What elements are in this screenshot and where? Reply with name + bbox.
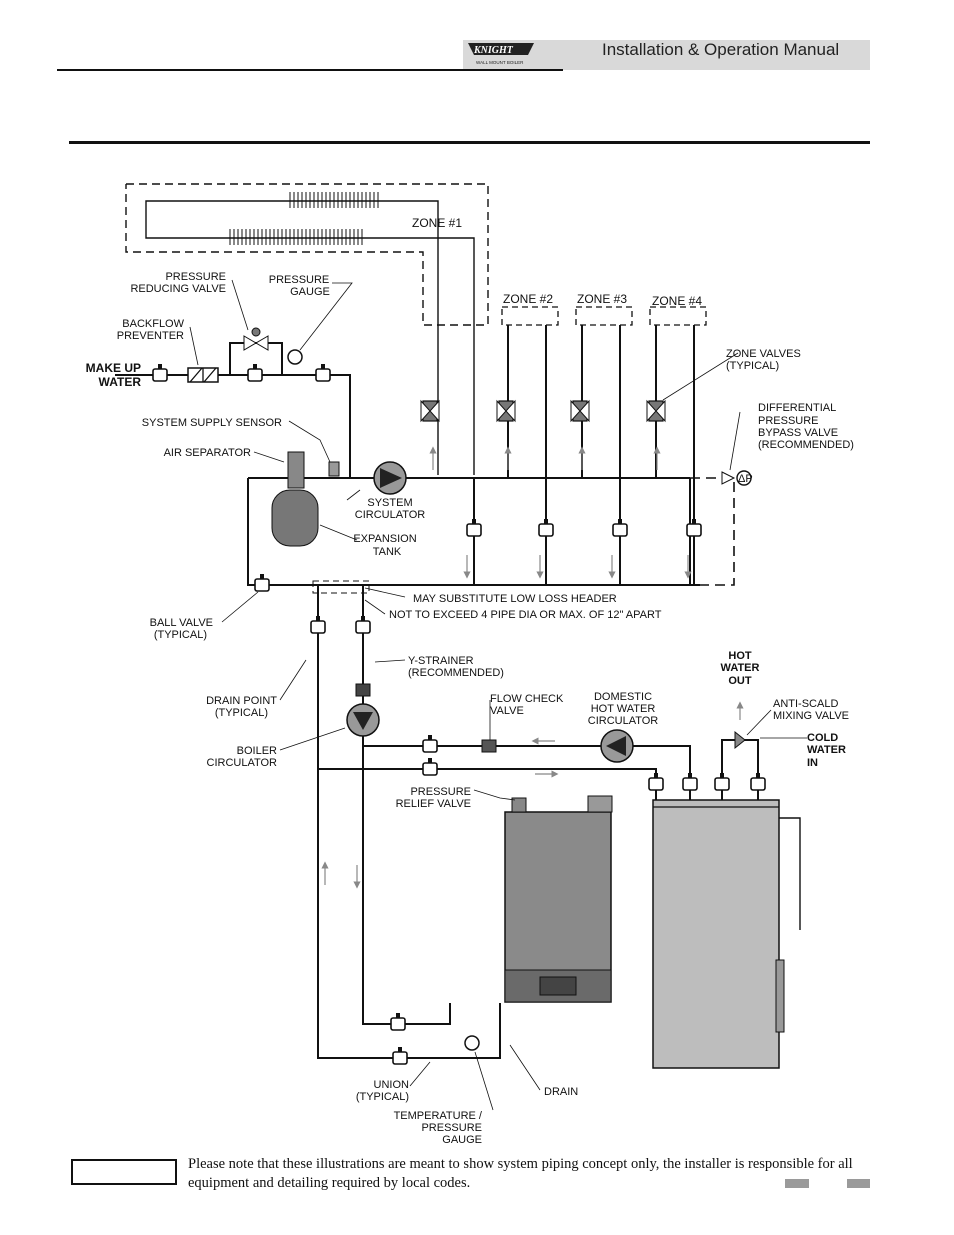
zone-3-label: ZONE #3 bbox=[577, 292, 627, 306]
header-rule bbox=[57, 69, 563, 71]
flow-arrows bbox=[321, 446, 744, 889]
zone-valves-label-1: ZONE VALVES bbox=[726, 348, 801, 360]
zone-boxes bbox=[501, 306, 707, 326]
air-separator-label: AIR SEPARATOR bbox=[164, 447, 251, 459]
backflow-label-2: PREVENTER bbox=[117, 330, 184, 342]
system-circ-label-1: SYSTEM bbox=[367, 497, 412, 509]
dhw-circ-label-2: HOT WATER bbox=[591, 703, 656, 715]
y-strainer-label-2: (RECOMMENDED) bbox=[408, 667, 504, 679]
diff-bypass-label-1: DIFFERENTIAL bbox=[758, 402, 836, 414]
drain-point-label-1: DRAIN POINT bbox=[206, 695, 277, 707]
hot-water-label-2: WATER bbox=[721, 662, 760, 674]
fin-tubes bbox=[229, 192, 379, 245]
pressure-reducing-label-1: PRESSURE bbox=[165, 271, 226, 283]
note-text: Please note that these illustrations are… bbox=[188, 1156, 853, 1191]
supply-sensor-label: SYSTEM SUPPLY SENSOR bbox=[142, 417, 282, 429]
system-circ-label-2: CIRCULATOR bbox=[355, 509, 426, 521]
tp-gauge-label-1: TEMPERATURE / bbox=[394, 1110, 483, 1122]
cold-water-label-3: IN bbox=[807, 757, 818, 769]
section-rule bbox=[69, 141, 870, 144]
pressure-gauge-label-1: PRESSURE bbox=[269, 274, 330, 286]
pipe-spacing-label: NOT TO EXCEED 4 PIPE DIA OR MAX. OF 12" … bbox=[389, 609, 662, 621]
logo-brand: KNIGHT bbox=[473, 45, 514, 56]
anti-scald-label-1: ANTI-SCALD bbox=[773, 698, 838, 710]
pressure-reducing-label-2: REDUCING VALVE bbox=[130, 283, 226, 295]
bypass-valve: ΔP bbox=[721, 470, 753, 486]
zone-2-label: ZONE #2 bbox=[503, 292, 553, 306]
make-up-label-1: MAKE UP bbox=[86, 361, 141, 375]
dhw-circ-label-3: CIRCULATOR bbox=[588, 715, 659, 727]
zone-1-label: ZONE #1 bbox=[412, 216, 462, 230]
hot-water-label-1: HOT bbox=[728, 650, 752, 662]
pressure-gauge-label-2: GAUGE bbox=[290, 286, 330, 298]
note-label-box bbox=[71, 1159, 177, 1185]
diff-bypass-label-3: BYPASS VALVE bbox=[758, 427, 838, 439]
bypass-symbol: ΔP bbox=[738, 473, 753, 485]
zone-valves-label-2: (TYPICAL) bbox=[726, 360, 779, 372]
ball-valve-label-1: BALL VALVE bbox=[150, 617, 213, 629]
page-tab-right bbox=[847, 1179, 870, 1188]
logo-sub: WALL MOUNT BOILER bbox=[476, 60, 524, 65]
hot-water-label-3: OUT bbox=[728, 675, 752, 687]
knight-logo: KNIGHT WALL MOUNT BOILER bbox=[468, 43, 534, 65]
dhw-tank bbox=[652, 799, 801, 1069]
union-label-1: UNION bbox=[374, 1079, 410, 1091]
manual-title: Installation & Operation Manual bbox=[602, 40, 840, 59]
flow-check-valve bbox=[481, 739, 497, 753]
backflow-label-1: BACKFLOW bbox=[122, 318, 184, 330]
cold-water-label-2: WATER bbox=[807, 744, 846, 756]
dhw-circ-label-1: DOMESTIC bbox=[594, 691, 652, 703]
union-label-2: (TYPICAL) bbox=[356, 1091, 409, 1103]
page-tab-left bbox=[785, 1179, 809, 1188]
ball-valve-label-2: (TYPICAL) bbox=[154, 629, 207, 641]
zone-4-label: ZONE #4 bbox=[652, 294, 702, 308]
expansion-tank-label-1: EXPANSION bbox=[353, 533, 416, 545]
mixing-valve bbox=[734, 730, 746, 750]
relief-label-2: RELIEF VALVE bbox=[396, 798, 471, 810]
y-strainer-label-1: Y-STRAINER bbox=[408, 655, 474, 667]
drain-point-label-2: (TYPICAL) bbox=[215, 707, 268, 719]
low-loss-header-box bbox=[312, 580, 370, 594]
boiler-circ-label-1: BOILER bbox=[237, 745, 277, 757]
tp-gauge-label-3: GAUGE bbox=[442, 1134, 482, 1146]
drain-label: DRAIN bbox=[544, 1086, 578, 1098]
tp-gauge-label-2: PRESSURE bbox=[421, 1122, 482, 1134]
flow-check-label-2: VALVE bbox=[490, 705, 524, 717]
y-strainer bbox=[355, 683, 371, 697]
pressure-gauge-icon bbox=[287, 349, 303, 365]
air-separator bbox=[287, 451, 305, 489]
relief-label-1: PRESSURE bbox=[410, 786, 471, 798]
temp-gauge-icon bbox=[464, 1035, 480, 1051]
expansion-tank-label-2: TANK bbox=[373, 546, 402, 558]
make-up-label-2: WATER bbox=[99, 375, 142, 389]
anti-scald-label-2: MIXING VALVE bbox=[773, 710, 849, 722]
zone-1-radiator bbox=[145, 200, 475, 475]
cold-water-label-1: COLD bbox=[807, 732, 838, 744]
expansion-tank bbox=[271, 489, 319, 547]
system-supply-sensor bbox=[328, 461, 340, 477]
flow-check-label-1: FLOW CHECK bbox=[490, 693, 564, 705]
zone-1-enclosure bbox=[125, 183, 489, 326]
diff-bypass-label-4: (RECOMMENDED) bbox=[758, 439, 854, 451]
boiler-circ-label-2: CIRCULATOR bbox=[207, 757, 278, 769]
low-loss-header-label: MAY SUBSTITUTE LOW LOSS HEADER bbox=[413, 593, 617, 605]
bypass-line bbox=[690, 477, 735, 586]
boiler-unit bbox=[504, 795, 613, 1003]
diff-bypass-label-2: PRESSURE bbox=[758, 415, 819, 427]
